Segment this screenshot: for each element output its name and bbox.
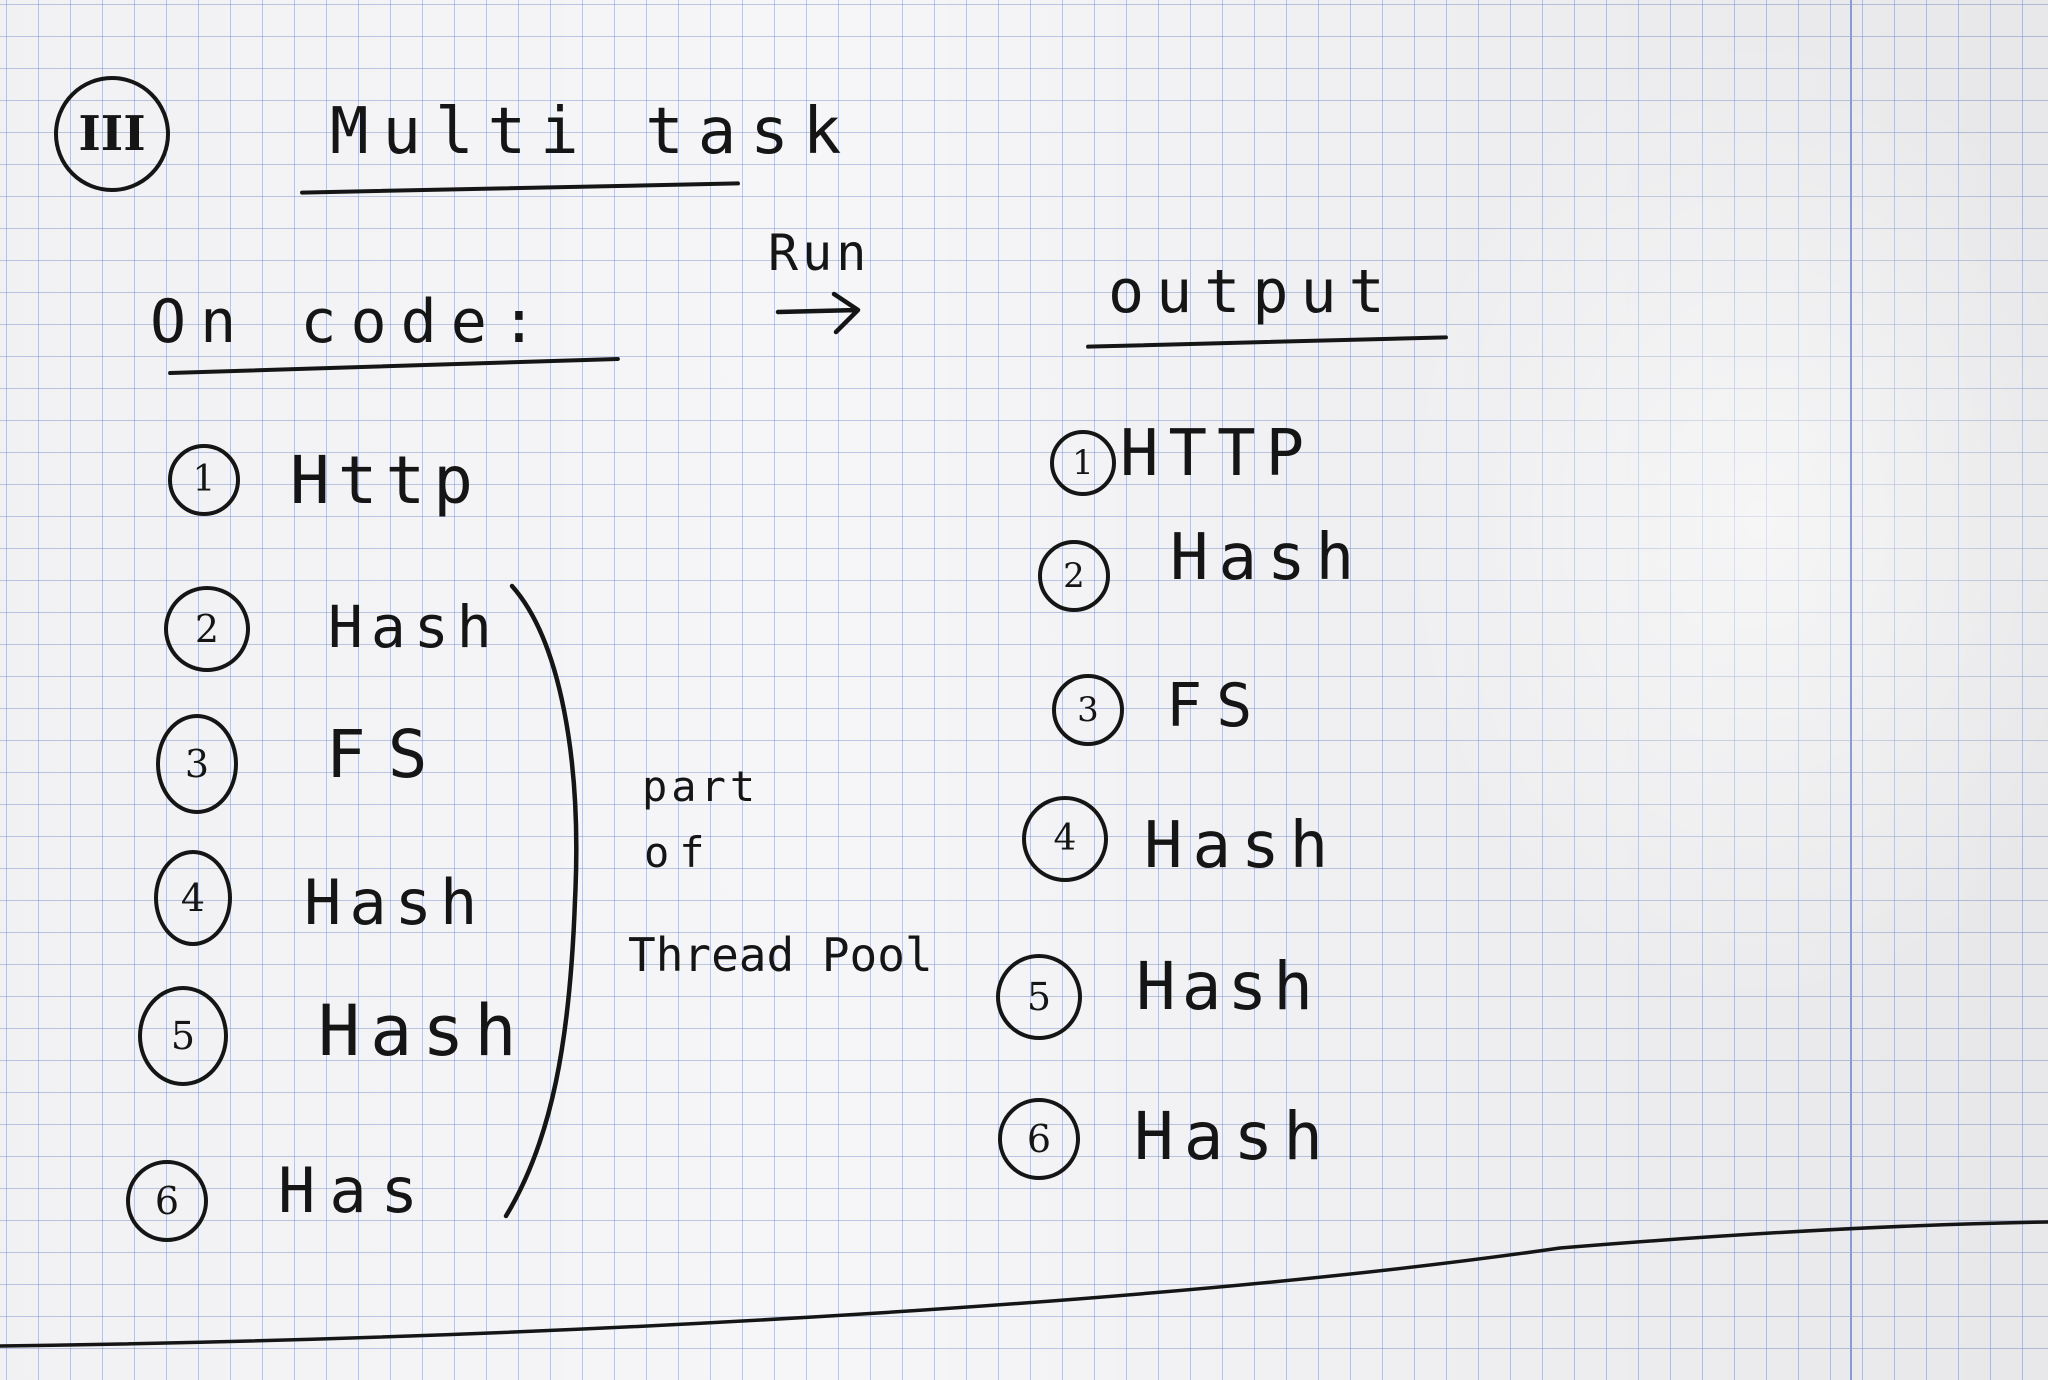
output-item-number: 5 — [996, 954, 1082, 1040]
page-margin-line — [1850, 0, 1852, 1380]
page-title: Multi task — [330, 95, 856, 169]
output-item-number: 1 — [1050, 430, 1116, 496]
code-item-number: 5 — [138, 986, 228, 1086]
code-item-number: 3 — [156, 714, 238, 814]
code-item-number: 4 — [154, 850, 232, 946]
code-heading: On code: — [150, 287, 551, 357]
code-item-label: Has — [278, 1154, 432, 1227]
run-label: Run — [768, 224, 871, 282]
code-item-label: FS — [326, 716, 450, 793]
code-item-label: Hash — [318, 990, 527, 1072]
output-item-label: Hash — [1144, 809, 1339, 883]
code-item-label: Hash — [304, 866, 486, 939]
output-item-label: HTTP — [1120, 417, 1315, 491]
output-item-label: Hash — [1134, 1098, 1333, 1175]
output-item-number: 6 — [998, 1098, 1080, 1180]
brace-note-line: Thread Pool — [628, 928, 933, 982]
brace-note-line: of — [644, 828, 715, 877]
code-item-number: 6 — [126, 1160, 208, 1242]
output-item-number: 3 — [1052, 674, 1124, 746]
brace-note-line: part — [642, 762, 760, 811]
code-item-number: 2 — [164, 586, 250, 672]
code-item-number: 1 — [168, 444, 240, 516]
output-item-label: Hash — [1170, 521, 1365, 595]
code-item-label: Hash — [328, 593, 500, 661]
section-badge: III — [54, 76, 170, 192]
run-arrow — [775, 291, 861, 335]
output-item-label: Hash — [1136, 948, 1319, 1025]
thread-pool-brace — [503, 583, 579, 1219]
output-heading: output — [1108, 257, 1397, 327]
output-item-number: 4 — [1022, 796, 1108, 882]
code-item-label: Http — [290, 442, 481, 519]
output-item-label: FS — [1166, 671, 1267, 741]
bottom-rule-line — [0, 1220, 2048, 1348]
output-item-number: 2 — [1038, 540, 1110, 612]
